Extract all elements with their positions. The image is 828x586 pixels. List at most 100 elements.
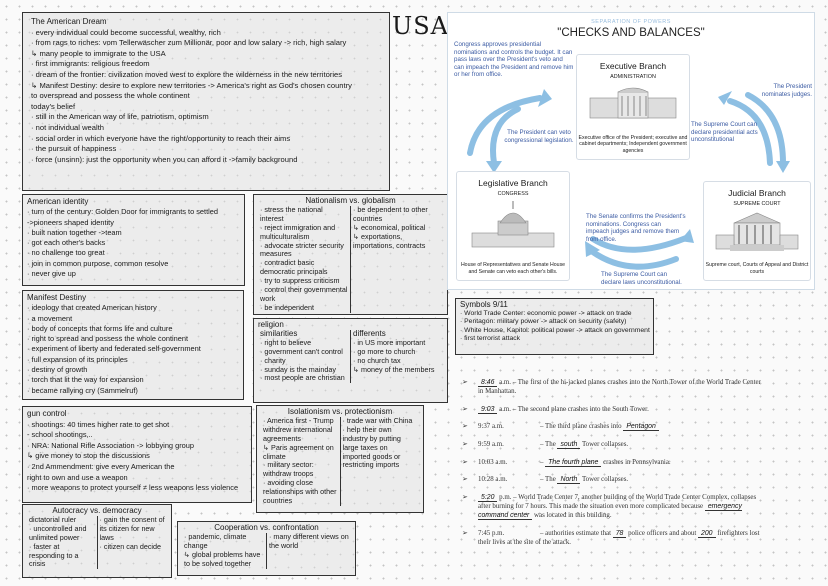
- nationalism-globalism-notes: Nationalism vs. globalism · stress the n…: [253, 194, 448, 315]
- note-line: to overspread and possess the whole cont…: [31, 91, 190, 101]
- note-line: · join in common purpose, common resolve: [27, 258, 169, 268]
- handwritten-answer[interactable]: North: [557, 476, 581, 485]
- handwritten-answer[interactable]: 9:03: [478, 405, 498, 414]
- branch-description: House of Representatives and Senate Hous…: [460, 262, 566, 275]
- note-line: today's belief: [31, 101, 76, 111]
- note-line: · help their own industry by putting lar…: [342, 424, 401, 470]
- senate-confirms-text: The Senate confirms the President's nomi…: [586, 213, 686, 243]
- arrow-bullet-icon: ➢: [462, 440, 468, 448]
- note-line: right to own and use a weapon: [27, 472, 128, 482]
- note-title: Isolationism vs. protectionism: [287, 407, 393, 416]
- american-dream-notes: The American Dream · every individual co…: [22, 12, 390, 191]
- note-line: ↳ Paris agreement on climate: [263, 442, 334, 461]
- note-line: · faster at responding to a crisis: [29, 541, 79, 569]
- note-line: · no challenge too great: [27, 248, 105, 258]
- note-lines: · World Trade Center: economic power -> …: [460, 310, 650, 344]
- note-line: · force (unsinn): just the opportunity w…: [31, 154, 298, 164]
- timeline-item: ➢8:46 a.m. – The first of the hi-jacked …: [462, 378, 762, 396]
- note-line: · pandemic, climate change: [184, 531, 247, 550]
- event-text: Tower collapses.: [580, 476, 629, 484]
- note-line: · sunday is the mainday: [260, 364, 336, 374]
- note-columns: dictatorial ruler· uncontrolled and unli…: [27, 515, 168, 570]
- event-text: – The third plane crashes into: [540, 423, 624, 431]
- note-lines: · shootings: 40 times higher rate to get…: [27, 420, 247, 494]
- differences-column: differents · in US more important· go mo…: [350, 328, 443, 384]
- democracy-column: · gain the consent of its citizen for ne…: [96, 515, 168, 570]
- note-line: · control their governmental work: [260, 285, 348, 303]
- congress-powers-text: Congress approves presidential nominatio…: [454, 41, 574, 79]
- note-line: · in US more important: [353, 337, 426, 347]
- timeline-item: ➢9:03 a.m. – The second plane crashes in…: [462, 405, 762, 414]
- note-line: · experiment of liberty and federated se…: [27, 344, 201, 354]
- nominates-judges-text: The President nominates judges.: [761, 83, 812, 98]
- isolationism-column: · America first - Trump withdrew interna…: [261, 415, 340, 506]
- capitol-icon: [471, 201, 555, 248]
- note-line: · many different views on the world: [269, 531, 349, 550]
- court-laws-text: The Supreme Court can declare laws uncon…: [601, 271, 682, 286]
- note-line: · 2nd Ammendment: give every American th…: [27, 461, 175, 471]
- arrow-executive-to-congress: [490, 106, 521, 166]
- note-line: · became rallying cry (Sammelruf): [27, 385, 138, 395]
- note-line: · uncontrolled and unlimited power: [29, 523, 87, 542]
- arrow-judicial-to-legislative: [587, 247, 679, 270]
- timeline-item: ➢5:20 p.m. – World Trade Center 7, anoth…: [462, 493, 762, 521]
- note-line: · got each other's backs: [27, 238, 106, 248]
- religion-notes: religion similarities · right to believe…: [253, 318, 448, 403]
- usa-heading: USA: [392, 12, 449, 40]
- timeline-item: ➢9:59 a.m.– The south Tower collapses.: [462, 440, 762, 449]
- note-title: Nationalism vs. globalism: [305, 196, 396, 205]
- note-columns: similarities · right to believe· governm…: [258, 328, 443, 384]
- handwritten-answer[interactable]: Pentagon: [623, 423, 659, 432]
- handwritten-answer[interactable]: south: [557, 440, 581, 449]
- note-lines: · turn of the century: Golden Door for i…: [27, 207, 240, 279]
- veto-text: The President can veto congressional leg…: [504, 129, 574, 144]
- autocracy-democracy-notes: Autocracy vs. democracy dictatorial rule…: [22, 504, 172, 578]
- cooperation-confrontation-notes: Cooperation vs. confrontation · pandemic…: [177, 521, 356, 576]
- column-title: differents: [353, 328, 386, 338]
- note-line: ↳ economical, political: [353, 222, 426, 232]
- arrow-bullet-icon: ➢: [462, 458, 468, 466]
- handwritten-answer[interactable]: 78: [612, 529, 627, 538]
- handwritten-answer[interactable]: The fourth plane: [545, 458, 602, 467]
- note-title: Autocracy vs. democracy: [52, 506, 142, 515]
- arrow-bullet-icon: ➢: [462, 529, 468, 537]
- note-line: · citizen can decide: [99, 541, 162, 551]
- cooperation-column: · pandemic, climate change↳ global probl…: [182, 531, 266, 569]
- timeline-item: ➢7:45 p.m.– authorities estimate that 78…: [462, 529, 762, 547]
- white-house-icon: [589, 87, 677, 119]
- note-line: · no church tax: [353, 355, 401, 365]
- isolationism-protectionism-notes: Isolationism vs. protectionism · America…: [256, 405, 424, 513]
- note-title: religion: [258, 320, 284, 329]
- similarities-list: · right to believe· government can't con…: [260, 337, 348, 384]
- note-lines: · ideology that created American history…: [27, 303, 239, 396]
- protectionism-column: · trade war with China· help their own i…: [339, 416, 420, 506]
- legislative-branch-card: Legislative Branch CONGRESS House of Rep…: [456, 171, 570, 281]
- handwritten-answer[interactable]: 5:20: [478, 493, 498, 502]
- nationalism-column: · stress the national interest· reject i…: [258, 205, 350, 313]
- handwritten-answer[interactable]: 8:46: [478, 379, 498, 387]
- note-line: ↳ Manifest Destiny: desire to explore ne…: [31, 80, 352, 90]
- handwritten-answer[interactable]: 200: [698, 529, 716, 538]
- note-line: · not individual wealth: [31, 122, 105, 132]
- note-line: · be independent: [260, 302, 314, 312]
- note-line: · first terrorist attack: [460, 335, 521, 342]
- note-line: · America first - Trump withdrew interna…: [263, 415, 334, 443]
- handwritten-answer[interactable]: emergency command center: [478, 502, 742, 521]
- note-line: · every individual could become successf…: [31, 27, 221, 37]
- event-text: a.m. – The first of the hi-jacked planes…: [478, 379, 761, 396]
- event-text: firefighters lost their lives at the sit…: [478, 529, 760, 546]
- branch-name: Executive Branch: [599, 61, 667, 71]
- note-line: · built nation together ->team: [27, 227, 122, 237]
- note-title: Manifest Destiny: [27, 293, 87, 302]
- note-title: American identity: [27, 197, 89, 206]
- note-line: ↳ money of the members: [353, 364, 435, 374]
- note-title: gun control: [27, 409, 67, 418]
- note-line: · avoiding close relationships with othe…: [263, 478, 337, 506]
- note-line: · right to believe: [260, 337, 312, 347]
- note-line: · from rags to riches: vom Tellerwäscher…: [31, 38, 347, 48]
- american-identity-notes: American identity · turn of the century:…: [22, 194, 245, 286]
- note-line: · torch that lit the way for expansion: [27, 375, 144, 385]
- arrow-executive-to-judicial: [745, 92, 786, 166]
- differences-list: · in US more important· go more to churc…: [353, 337, 441, 375]
- note-line: · still in the American way of life, pat…: [31, 112, 209, 122]
